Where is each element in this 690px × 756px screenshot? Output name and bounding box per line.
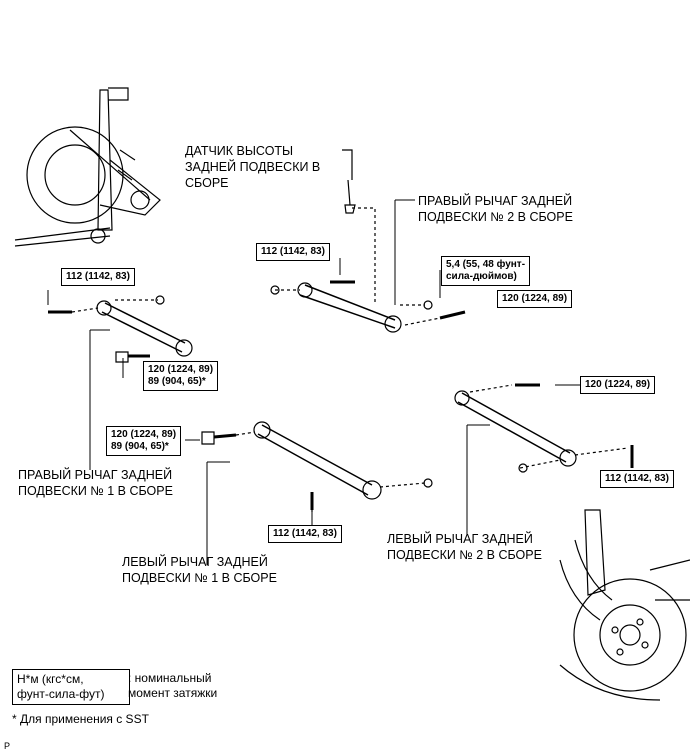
arm-right-1-part (48, 295, 193, 363)
arm-left-1-part (201, 421, 433, 512)
corner-mark: P (4, 741, 11, 751)
label-left-arm-2: ЛЕВЫЙ РЫЧАГ ЗАДНЕЙ ПОДВЕСКИ № 2 В СБОРЕ (387, 532, 542, 562)
leader-lines (47, 199, 633, 565)
torque-right-bottom: 112 (1142, 83) (600, 470, 674, 488)
brake-disc-assembly-bottomright (559, 509, 690, 701)
legend-unit-box: Н*м (кгс*см, фунт-сила-фут) (12, 669, 130, 705)
torque-center-bottom: 112 (1142, 83) (268, 525, 342, 543)
label-height-sensor: ДАТЧИК ВЫСОТЫ ЗАДНЕЙ ПОДВЕСКИ В СБОРЕ (185, 144, 321, 190)
label-right-arm-1: ПРАВЫЙ РЫЧАГ ЗАДНЕЙ ПОДВЕСКИ № 1 В СБОРЕ (18, 468, 173, 498)
torque-center-right: 120 (1224, 89) (497, 290, 573, 308)
torque-center-top: 112 (1142, 83) (256, 243, 330, 261)
height-sensor-part (342, 149, 376, 305)
sst-footnote: * Для применения с SST (12, 712, 149, 726)
torque-left-top: 112 (1142, 83) (61, 268, 135, 286)
arm-right-2-part (270, 280, 466, 333)
label-right-arm-2: ПРАВЫЙ РЫЧАГ ЗАДНЕЙ ПОДВЕСКИ № 2 В СБОРЕ (418, 194, 573, 224)
label-left-arm-1: ЛЕВЫЙ РЫЧАГ ЗАДНЕЙ ПОДВЕСКИ № 1 В СБОРЕ (122, 555, 277, 585)
arm-left-2-part (454, 383, 634, 473)
torque-small-bolt: 5,4 (55, 48 фунт- сила-дюймов) (441, 256, 531, 286)
knuckle-assembly-topleft (14, 87, 161, 247)
legend-description: : номинальный момент затяжки (128, 671, 218, 700)
torque-left-low: 120 (1224, 89) 89 (904, 65)* (106, 426, 182, 456)
torque-left-mid: 120 (1224, 89) 89 (904, 65)* (143, 361, 219, 391)
torque-right-top: 120 (1224, 89) (580, 376, 656, 394)
